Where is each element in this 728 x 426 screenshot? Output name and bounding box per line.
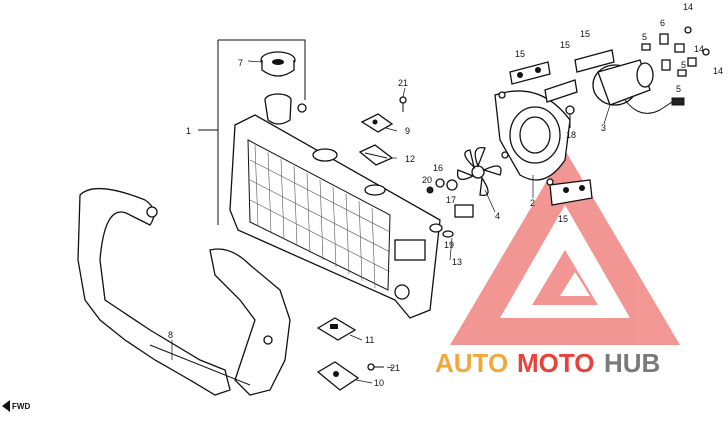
watermark-part1: AUTO: [435, 348, 508, 378]
watermark-part3: HUB: [604, 348, 660, 378]
watermark-text: AUTO MOTO HUB: [435, 348, 660, 378]
callout-18: 18: [566, 130, 576, 140]
radiator: [229, 114, 441, 319]
bolt-21-lower: [367, 363, 384, 371]
callout-14a: 14: [683, 2, 693, 12]
bracket-12: [358, 144, 394, 166]
bracket-11: [316, 317, 357, 341]
callout-14c: 14: [713, 66, 723, 76]
fan-shroud: [494, 90, 571, 186]
fwd-indicator: FWD: [2, 400, 30, 412]
callout-17: 17: [446, 195, 456, 205]
callout-21a: 21: [398, 78, 408, 88]
callout-1: 1: [186, 126, 191, 136]
thermo-switch: [426, 178, 474, 238]
callout-15b: 15: [560, 40, 570, 50]
callout-8: 8: [168, 330, 173, 340]
callout-9: 9: [405, 126, 410, 136]
bracket-9: [360, 113, 394, 133]
watermark-logo: [450, 150, 680, 345]
callout-5c: 5: [676, 84, 681, 94]
callout-6: 6: [660, 18, 665, 28]
callout-2: 2: [530, 198, 535, 208]
callout-5a: 5: [642, 32, 647, 42]
fan-motor: [592, 59, 685, 114]
fwd-label: FWD: [12, 402, 30, 411]
callout-5b: 5: [681, 60, 686, 70]
callout-15a: 15: [515, 49, 525, 59]
radiator-cap: [260, 51, 296, 77]
bolt-18: [565, 105, 575, 128]
leader-lines: [171, 60, 611, 384]
fan-blade: [456, 146, 502, 197]
watermark-part2: MOTO: [517, 348, 595, 378]
callout-21b: 21: [390, 363, 400, 373]
callout-labels: 1 2 3 4 5 5 5 6 7 8 9 10 11 12 13 14 14 …: [168, 2, 723, 388]
hardware-5-6-14: [641, 26, 710, 77]
callout-3: 3: [601, 123, 606, 133]
fwd-arrow-icon: [2, 400, 10, 412]
callout-12: 12: [405, 154, 415, 164]
bracket-10: [316, 361, 360, 391]
callout-16: 16: [433, 163, 443, 173]
callout-19: 19: [444, 240, 454, 250]
callout-7: 7: [238, 58, 243, 68]
callout-15d: 15: [558, 214, 568, 224]
callout-13: 13: [452, 257, 462, 267]
callout-15c: 15: [580, 29, 590, 39]
callout-20: 20: [422, 175, 432, 185]
callout-14b: 14: [694, 44, 704, 54]
filler-neck: [264, 93, 307, 125]
grommet-plates-15: [509, 49, 615, 206]
callout-10: 10: [374, 378, 384, 388]
callout-11: 11: [365, 335, 374, 345]
radiator-stay-8: [77, 187, 291, 396]
callout-4: 4: [495, 211, 500, 221]
bolt-21-upper: [399, 96, 407, 112]
